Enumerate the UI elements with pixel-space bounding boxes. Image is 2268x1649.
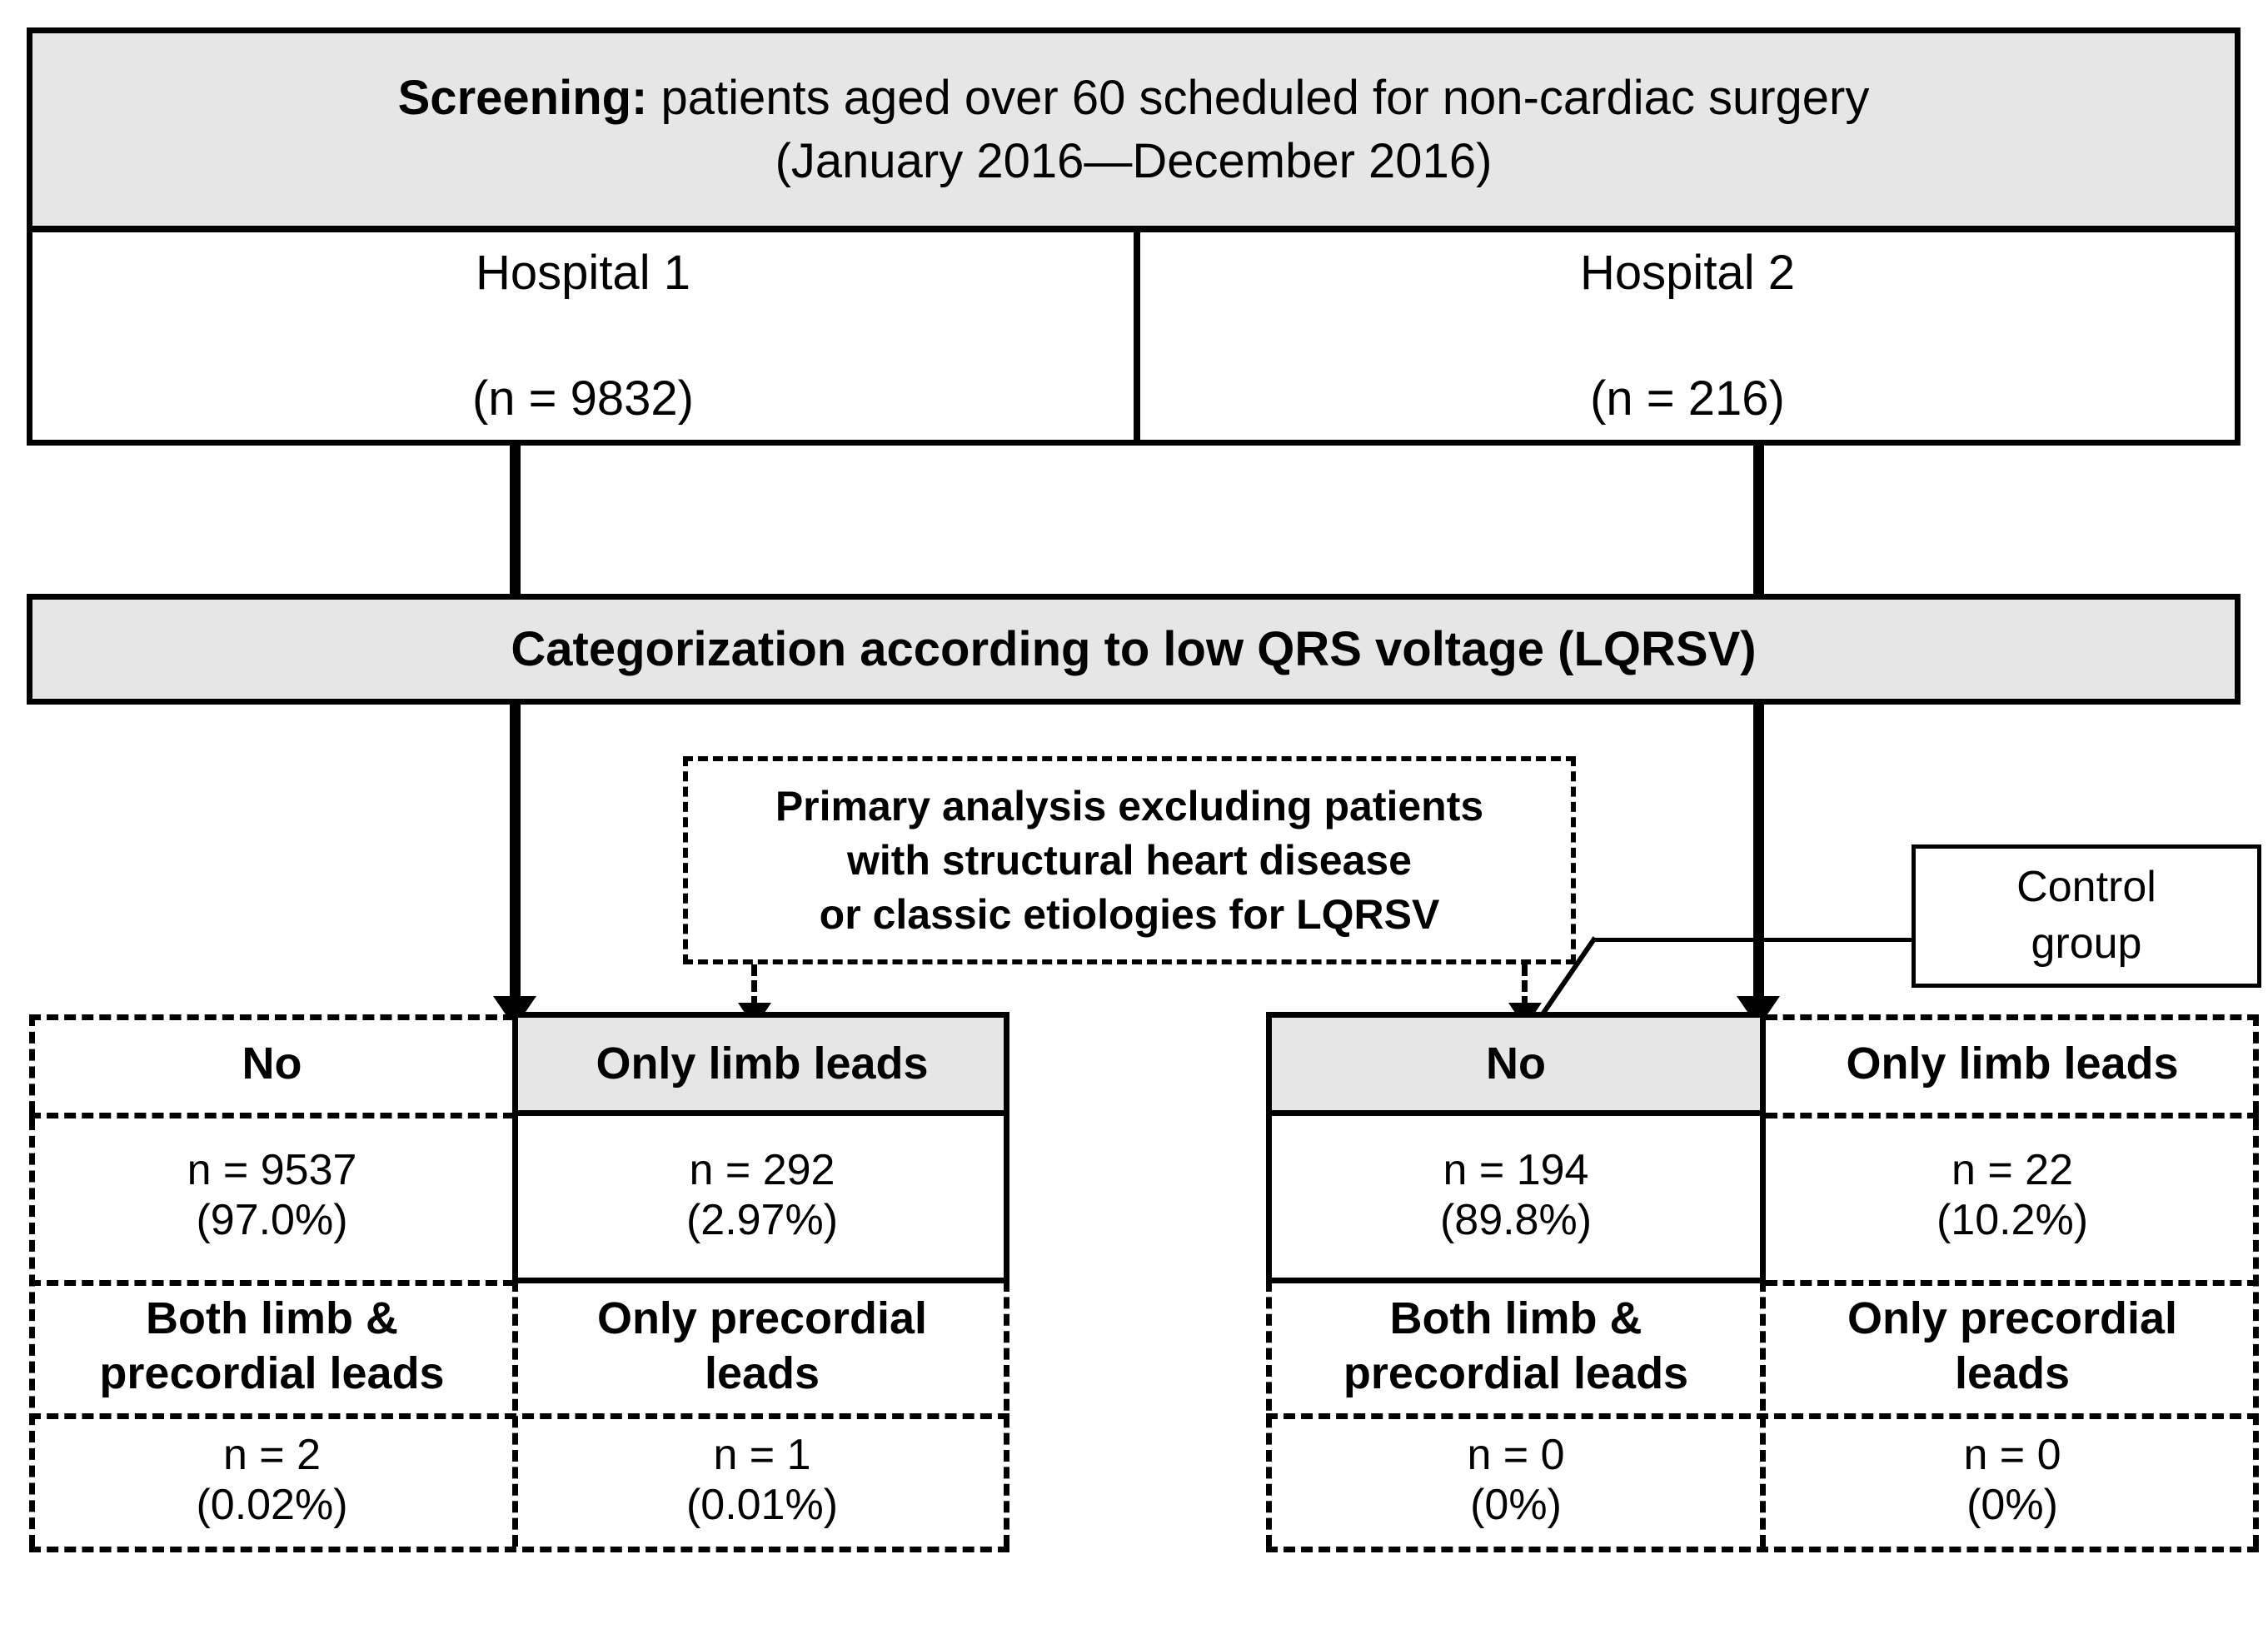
right-cell-no-header: No: [1266, 1014, 1766, 1113]
connector-categorization-to-left-no: [510, 705, 521, 1004]
right-table-top-edge-only-limb: [1766, 1014, 2259, 1020]
right-both-header-line-2: precordial leads: [1343, 1348, 1689, 1398]
left-table-right-edge-solid: [1004, 1012, 1009, 1280]
right-table-rule-header-no: [1266, 1110, 1766, 1116]
connector-annotation-to-left-only-limb: [751, 964, 757, 1008]
right-table-bottom-edge: [1266, 1547, 2259, 1552]
categorization-box: Categorization according to low QRS volt…: [27, 594, 2241, 705]
left-cell-no-values: n = 9537 (97.0%): [29, 1113, 515, 1277]
right-table-column-divider-solid: [1760, 1012, 1766, 1280]
right-only-limb-pct: (10.2%): [1936, 1195, 2089, 1244]
connector-hospital2-to-categorization: [1753, 446, 1764, 597]
left-precordial-header-line-2: leads: [704, 1348, 820, 1398]
left-table-rule-labels: [29, 1413, 1009, 1419]
left-cell-no-header: No: [29, 1014, 515, 1113]
right-precordial-header-line-2: leads: [1954, 1348, 2071, 1398]
annotation-line-2: with structural heart disease: [846, 836, 1412, 884]
left-table-rule-header-only-limb: [515, 1110, 1009, 1116]
right-cell-no-values: n = 194 (89.8%): [1266, 1113, 1766, 1277]
categorization-label: Categorization according to low QRS volt…: [511, 621, 1757, 676]
right-both-n: n = 0: [1467, 1431, 1565, 1479]
hospital-1-box: Hospital 1 (n = 9832): [27, 227, 1139, 446]
left-only-limb-pct: (2.97%): [685, 1195, 839, 1244]
right-cell-both-header: Both limb & precordial leads: [1266, 1280, 1766, 1413]
left-cell-both-header: Both limb & precordial leads: [29, 1280, 515, 1413]
hospital-2-name: Hospital 2: [1580, 246, 1795, 301]
connector-categorization-to-right-no: [1753, 705, 1764, 1004]
right-both-pct: (0%): [1470, 1481, 1562, 1529]
screening-box: Screening: patients aged over 60 schedul…: [27, 27, 2241, 232]
right-table-rule-values-no: [1266, 1278, 1766, 1283]
annotation-line-3: or classic etiologies for LQRSV: [819, 890, 1440, 938]
left-both-header-line-1: Both limb &: [146, 1293, 398, 1344]
left-cell-precordial-header: Only precordial leads: [515, 1280, 1009, 1413]
control-group-line-2: group: [2031, 919, 2142, 968]
right-no-n: n = 194: [1443, 1145, 1589, 1194]
hospital-2-box: Hospital 2 (n = 216): [1134, 227, 2241, 446]
left-no-header-label: No: [242, 1039, 302, 1089]
left-no-n: n = 9537: [187, 1145, 357, 1194]
left-table-rule-header-no: [29, 1113, 515, 1118]
left-cell-both-values: n = 2 (0.02%): [29, 1413, 515, 1547]
left-no-pct: (97.0%): [196, 1195, 348, 1244]
right-only-limb-header-label: Only limb leads: [1846, 1039, 2179, 1089]
left-table-rule-values-no: [29, 1280, 515, 1286]
connector-annotation-to-right-no: [1522, 964, 1528, 1008]
right-both-header-line-1: Both limb &: [1389, 1293, 1642, 1344]
left-only-limb-n: n = 292: [689, 1145, 835, 1194]
left-both-pct: (0.02%): [196, 1481, 348, 1529]
hospital-2-count: (n = 216): [1590, 371, 1785, 426]
screening-label-rest: patients aged over 60 scheduled for non-…: [647, 71, 1870, 126]
right-no-pct: (89.8%): [1439, 1195, 1593, 1244]
right-cell-only-limb-values: n = 22 (10.2%): [1766, 1113, 2259, 1277]
left-cell-only-limb-values: n = 292 (2.97%): [515, 1113, 1009, 1277]
left-table-top-edge-no: [29, 1014, 515, 1020]
hospital-1-count: (n = 9832): [471, 371, 694, 426]
right-only-limb-n: n = 22: [1951, 1145, 2074, 1194]
left-table-column-divider-dashed: [512, 1280, 518, 1547]
right-table-top-edge-no: [1266, 1012, 1766, 1018]
left-precordial-pct: (0.01%): [685, 1481, 839, 1529]
right-cell-both-values: n = 0 (0%): [1266, 1413, 1766, 1547]
connector-hospital1-to-categorization: [510, 446, 521, 597]
right-precordial-header-line-1: Only precordial: [1847, 1293, 2178, 1344]
annotation-line-1: Primary analysis excluding patients: [775, 782, 1484, 829]
left-table-rule-values-only-limb: [515, 1278, 1009, 1283]
left-table-top-edge-only-limb: [515, 1012, 1009, 1018]
right-table-left-edge-solid: [1266, 1012, 1272, 1280]
screening-label-bold: Screening:: [397, 71, 648, 126]
hospital-1-name: Hospital 1: [476, 246, 690, 301]
right-no-header-label: No: [1486, 1039, 1546, 1089]
control-group-box: Control group: [1912, 844, 2261, 988]
left-table-column-divider-solid: [512, 1012, 518, 1280]
primary-analysis-annotation-box: Primary analysis excluding patients with…: [683, 756, 1576, 964]
control-group-line-1: Control: [2016, 863, 2156, 912]
left-only-limb-header-label: Only limb leads: [596, 1039, 929, 1089]
right-table-rule-header-only-limb: [1766, 1113, 2259, 1118]
screening-period: (January 2016—December 2016): [775, 133, 1493, 188]
right-table-column-divider-dashed: [1760, 1280, 1766, 1547]
left-both-n: n = 2: [222, 1431, 322, 1479]
right-cell-precordial-header: Only precordial leads: [1766, 1280, 2259, 1413]
right-table-rule-values-only-limb: [1766, 1280, 2259, 1286]
right-cell-only-limb-header: Only limb leads: [1766, 1014, 2259, 1113]
left-table-bottom-edge: [29, 1547, 1009, 1552]
left-precordial-n: n = 1: [713, 1431, 811, 1479]
right-precordial-n: n = 0: [1963, 1431, 2061, 1479]
control-group-leader-horizontal: [1593, 938, 1914, 942]
left-both-header-line-2: precordial leads: [99, 1348, 445, 1398]
right-precordial-pct: (0%): [1966, 1481, 2058, 1529]
right-cell-precordial-values: n = 0 (0%): [1766, 1413, 2259, 1547]
left-cell-precordial-values: n = 1 (0.01%): [515, 1413, 1009, 1547]
left-cell-only-limb-header: Only limb leads: [515, 1014, 1009, 1113]
left-precordial-header-line-1: Only precordial: [596, 1293, 928, 1344]
